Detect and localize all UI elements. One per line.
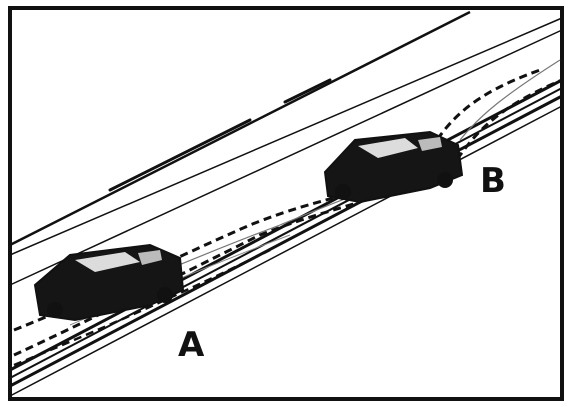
label-b: B (480, 161, 506, 201)
label-a: A (178, 325, 205, 365)
